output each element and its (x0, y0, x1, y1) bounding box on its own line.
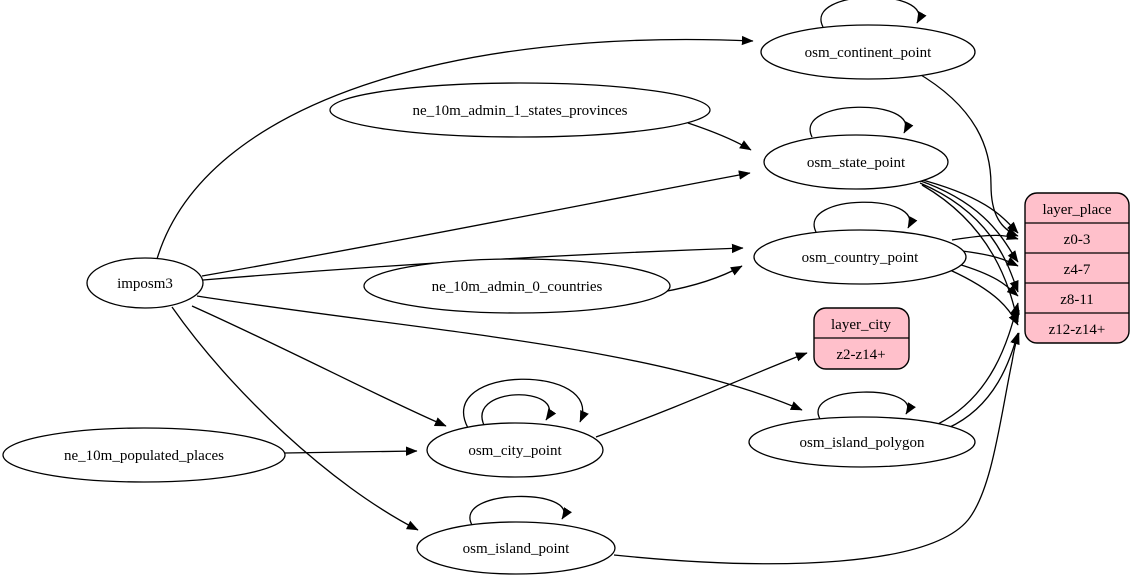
layer_place-shape (1024, 192, 1130, 344)
edge-imposm3-osm_island_polygon (196, 295, 803, 411)
layer_place-row-z8-11: z8-11 (1060, 292, 1094, 308)
ne_10m_populated_places-label: ne_10m_populated_places (64, 448, 224, 464)
selfloop-osm_island_point (469, 495, 572, 526)
osm_country_point-shape (753, 229, 967, 285)
node-ne_10m_populated_places: ne_10m_populated_places (2, 427, 286, 483)
osm_city_point-label: osm_city_point (468, 443, 562, 459)
node-osm_continent_point: osm_continent_point (760, 24, 976, 80)
ne_10m_admin_1-shape (329, 82, 711, 138)
node-osm_island_point: osm_island_point (416, 521, 616, 575)
osm_continent_point-shape (760, 24, 976, 80)
layer_place-title: layer_place (1042, 202, 1111, 218)
edge-imposm3-osm_continent_point (156, 35, 754, 260)
edge-imposm3-osm_island_point (171, 306, 419, 531)
edge-ne_10m_admin_1-osm_state_point (687, 122, 752, 151)
layer_place-row-z12-z14: z12-z14+ (1049, 322, 1106, 338)
osm_continent_point-label: osm_continent_point (805, 45, 932, 61)
edge-osm_continent_point-z0-3 (915, 71, 1019, 237)
node-osm_city_point: osm_city_point (426, 422, 604, 478)
layer_city-title: layer_city (831, 317, 891, 333)
node-osm_country_point: osm_country_point (753, 229, 967, 285)
osm_state_point-label: osm_state_point (807, 155, 906, 171)
osm_island_point-label: osm_island_point (463, 541, 571, 557)
imposm3-shape (86, 257, 204, 309)
node-osm_island_polygon: osm_island_polygon (748, 416, 976, 468)
node-layer_city: layer_city z2-z14+ (813, 307, 910, 370)
edge-imposm3-osm_city_point (191, 305, 447, 427)
edge-osm_state_point-z4-7 (917, 179, 1019, 263)
osm_country_point-label: osm_country_point (802, 250, 919, 266)
edge-osm_state_point-z8-11 (919, 182, 1019, 293)
selfloop-osm_country_point (813, 201, 918, 233)
ne_10m_populated_places-shape (2, 427, 286, 483)
selfloop-inner-osm_city_point (481, 394, 557, 430)
layer_place-row-z0-3: z0-3 (1064, 232, 1091, 248)
ne_10m_admin_0-label: ne_10m_admin_0_countries (432, 279, 603, 295)
selfloop-osm_state_point (809, 106, 914, 138)
edge-imposm3-osm_state_point (201, 170, 751, 277)
node-layer_place: layer_place z0-3 z4-7 z8-11 z12-z14+ (1024, 192, 1130, 344)
selfloop-osm_island_polygon (817, 391, 916, 420)
edge-osm_country_point-z12-z14 (949, 269, 1019, 326)
edge-osm_island_point-z12-z14 (613, 332, 1020, 565)
edge-osm_city_point-layer_city (595, 352, 808, 438)
edge-osm_island_polygon-z8-11 (937, 302, 1020, 425)
osm_island_polygon-label: osm_island_polygon (799, 435, 925, 451)
osm_state_point-shape (763, 134, 949, 190)
node-ne_10m_admin_0_countries: ne_10m_admin_0_countries (363, 258, 671, 314)
osm_island_polygon-shape (748, 416, 976, 468)
selfloop-outer-osm_city_point (463, 378, 589, 429)
selfloop-osm_continent_point (820, 0, 927, 28)
edge-osm_country_point-z4-7 (961, 250, 1019, 267)
ne_10m_admin_0-shape (363, 258, 671, 314)
edge-ne_10m_populated_places-osm_city_point (284, 446, 418, 456)
osm_city_point-shape (426, 422, 604, 478)
layer_place-row-z4-7: z4-7 (1064, 262, 1091, 278)
node-imposm3: imposm3 (86, 257, 204, 309)
edge-osm_country_point-z8-11 (957, 263, 1019, 297)
node-osm_state_point: osm_state_point (763, 134, 949, 190)
edge-osm_country_point-z0-3 (951, 231, 1019, 241)
osm_island_point-shape (416, 521, 616, 575)
edge-ne_10m_admin_0-osm_country_point (661, 265, 743, 293)
edges (156, 0, 1020, 565)
imposm3-label: imposm3 (117, 276, 173, 292)
edge-osm_island_polygon-z12-z14 (947, 332, 1020, 429)
edge-osm_state_point-z0-3 (914, 177, 1019, 234)
layer_city-row-z2-z14: z2-z14+ (836, 347, 885, 363)
node-ne_10m_admin_1_states_provinces: ne_10m_admin_1_states_provinces (329, 82, 711, 138)
ne_10m_admin_1-label: ne_10m_admin_1_states_provinces (413, 103, 628, 119)
